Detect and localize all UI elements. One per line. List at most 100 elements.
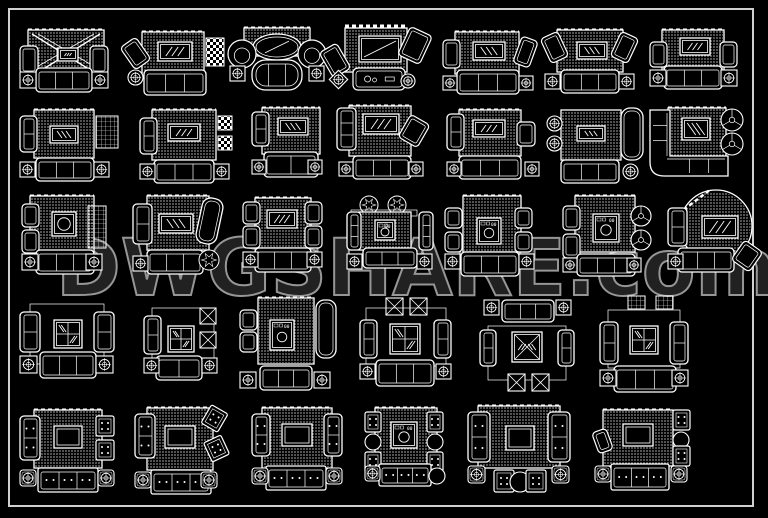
end-table xyxy=(95,355,114,374)
sofa xyxy=(35,249,95,275)
armchair xyxy=(540,31,569,64)
sofa xyxy=(560,69,620,94)
armchair xyxy=(442,39,461,69)
end-table xyxy=(134,471,152,489)
open-coffee-table xyxy=(164,425,196,449)
coffee-table xyxy=(681,117,711,141)
end-table xyxy=(328,69,349,90)
end-table xyxy=(143,357,160,374)
side-table xyxy=(199,307,217,325)
end-table xyxy=(400,73,416,89)
loveseat xyxy=(557,329,575,367)
loveseat xyxy=(418,211,434,251)
armchair xyxy=(21,203,40,228)
end-table xyxy=(213,163,230,180)
oval-table xyxy=(252,33,302,61)
sofa xyxy=(254,247,312,273)
loveseat xyxy=(251,111,270,147)
armchair xyxy=(516,121,536,147)
side-table xyxy=(199,331,217,349)
end-table xyxy=(139,163,156,180)
svg-text:00: 00 xyxy=(385,224,391,230)
tufted-chair xyxy=(672,445,691,467)
sofa xyxy=(677,247,735,273)
end-table xyxy=(308,65,325,82)
end-table xyxy=(200,471,218,489)
tufted-set-b xyxy=(592,408,691,491)
tufted-sofa xyxy=(378,463,432,487)
end-table xyxy=(251,159,267,175)
plant xyxy=(387,195,407,215)
armchair xyxy=(562,233,581,259)
sofa xyxy=(153,159,215,184)
coffee-table xyxy=(53,319,83,349)
tufted-chair xyxy=(95,439,115,461)
sofa-set-grid-rug xyxy=(19,108,119,182)
end-table xyxy=(338,161,354,177)
armchair xyxy=(513,36,538,68)
armchair xyxy=(592,428,613,454)
end-table xyxy=(201,357,218,374)
checker-rug xyxy=(205,37,225,67)
sofa xyxy=(259,365,313,391)
sofa xyxy=(352,155,412,180)
grid-rug xyxy=(87,205,107,249)
coffee-table xyxy=(167,123,201,142)
svg-text:00: 00 xyxy=(491,222,497,228)
end-table xyxy=(720,69,738,87)
loveseat xyxy=(132,203,153,245)
coffee-table xyxy=(629,325,659,355)
sofa xyxy=(143,69,207,96)
end-table xyxy=(518,75,534,91)
loveseat xyxy=(143,315,162,355)
end-table xyxy=(555,299,572,316)
loveseat xyxy=(599,321,619,365)
end-table xyxy=(251,467,269,485)
tufted-chair xyxy=(672,409,691,431)
sofa xyxy=(35,157,95,182)
tufted-loveseat xyxy=(19,415,41,461)
lounge-set-round-rug xyxy=(667,189,762,273)
end-table xyxy=(442,75,458,91)
coffee-table xyxy=(57,47,79,62)
end-table xyxy=(546,115,563,132)
rug xyxy=(477,405,561,469)
sofa xyxy=(375,359,435,387)
armchair xyxy=(242,225,261,249)
loveseat xyxy=(139,117,158,155)
tufted-set-angled xyxy=(134,404,230,495)
rug xyxy=(261,107,321,155)
sofa-set-classic-b xyxy=(649,28,738,90)
stool xyxy=(428,467,446,485)
end-table xyxy=(307,159,323,175)
coffee-table: 00 xyxy=(390,421,418,449)
fan-chair xyxy=(720,132,744,156)
sofa xyxy=(35,67,93,93)
end-table xyxy=(518,253,535,270)
end-table xyxy=(93,161,110,178)
tall-rug-chaise-set: 00 xyxy=(239,296,337,391)
grid-rug xyxy=(95,115,119,149)
armchair xyxy=(304,201,323,225)
armchair xyxy=(610,31,639,64)
end-table xyxy=(19,71,37,89)
tufted-chair xyxy=(426,411,444,433)
fan-chair xyxy=(720,108,744,132)
end-table xyxy=(239,371,257,389)
loveseat xyxy=(19,311,41,353)
checker-rug xyxy=(217,135,233,151)
svg-text:00: 00 xyxy=(284,324,290,330)
loveseat xyxy=(336,107,357,151)
end-table xyxy=(19,355,38,374)
tufted-sofa xyxy=(610,463,670,491)
tufted-loveseat xyxy=(547,411,571,463)
loveseat xyxy=(667,207,688,247)
end-table xyxy=(544,73,561,90)
tufted-set-wide xyxy=(467,404,571,493)
square-suite-xboxes-right xyxy=(143,307,218,381)
end-table xyxy=(667,253,684,270)
sofa xyxy=(362,247,418,269)
loveseat xyxy=(479,329,497,367)
round-chair xyxy=(227,39,257,69)
